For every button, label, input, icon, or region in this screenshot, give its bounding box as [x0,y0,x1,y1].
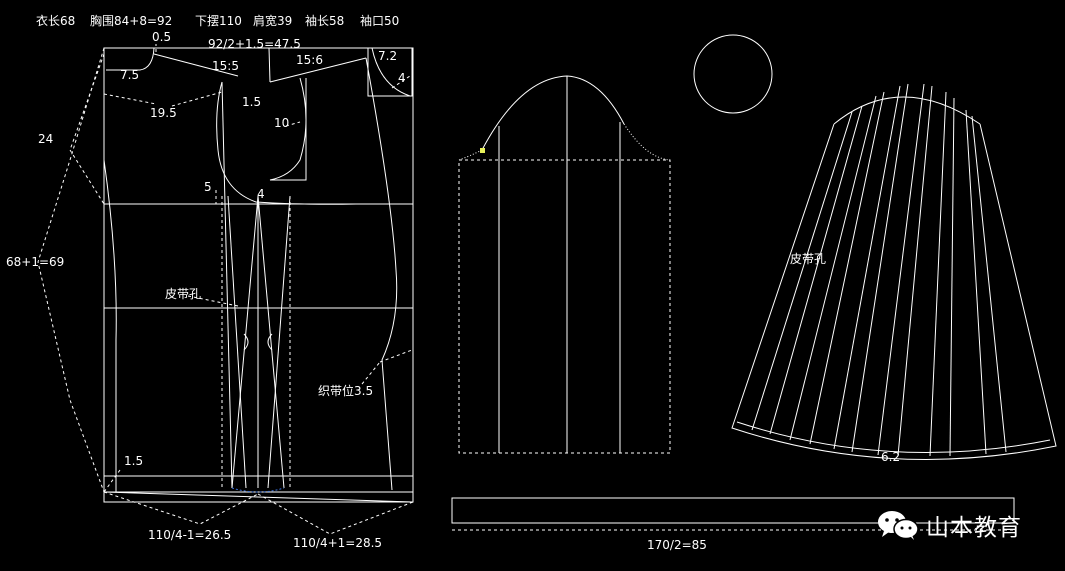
front-shoulder-line [269,57,367,83]
label-1-5-top: 1.5 [242,95,261,109]
skirt-pattern: 皮带孔 6.2 [731,83,1057,464]
label-1-5-bottom: 1.5 [124,454,143,468]
label-5: 5 [204,180,212,194]
total-length-dim [37,47,105,493]
label-0-5: 0.5 [152,30,171,44]
label-back-hem: 110/4+1=28.5 [293,536,382,550]
label-24: 24 [38,132,53,146]
label-7-5: 7.5 [120,68,139,82]
belt-hole-left [243,333,249,351]
back-side-seam [103,159,117,492]
label-belt-loop: 织带位3.5 [318,383,373,398]
front-neck-line [268,47,271,83]
sleeve-pattern [458,75,671,454]
belt-hole-right [267,333,273,351]
label-belt-hole: 皮带孔 [165,287,201,301]
back-center-line [221,81,233,489]
header-shoulder: 肩宽39 [253,13,292,28]
skirt-outline [731,123,1057,460]
dart-right [257,195,285,489]
collar-circle [693,34,773,114]
label-15-5: 15:5 [212,59,239,73]
front-armhole [269,77,307,181]
header-length: 衣长68 [36,13,75,28]
label-10: 10 [274,116,289,130]
label-4-right: 4 [398,71,406,85]
label-front-hem: 110/4-1=26.5 [148,528,231,542]
belt-pattern: 170/2=85 [451,497,1015,552]
label-15-6: 15:6 [296,53,323,67]
sleeve-marker [480,148,485,153]
header-measurements: 衣长68 胸围84+8=92 下摆110 肩宽39 袖长58 袖口50 [36,13,399,28]
wechat-icon [876,509,920,541]
sleeve-rectangle [458,159,671,454]
bodice-frame [103,47,414,503]
header-sleeve-length: 袖长58 [305,13,344,28]
back-armhole [216,81,357,205]
skirt-6-2-label: 6.2 [881,450,900,464]
back-shoulder-line [153,53,239,77]
back-hem-dim [257,493,414,535]
sleeve-cap-solid [481,75,625,151]
belt-length-label: 170/2=85 [647,538,707,552]
dart-left [231,195,259,489]
watermark: 山本教育 [876,508,1022,542]
hem-dart-guide [231,487,285,493]
label-4-dart: 4 [257,187,265,201]
header-hem: 下摆110 [195,14,242,28]
front-neck-curve [371,47,411,97]
belt-rectangle [451,497,1015,524]
bodice-pattern: 0.5 92/2+1.5=47.5 7.2 7.5 15:5 15:6 4 1.… [6,30,414,550]
skirt-waist-curve [833,96,981,125]
front-neck-box [367,47,413,97]
brand-name: 山本教育 [926,515,1022,541]
skirt-belt-hole-label: 皮带孔 [790,252,826,266]
header-cuff: 袖口50 [360,13,399,28]
back-neck-curve [106,47,155,71]
front-hem-dim [103,491,259,525]
header-bust: 胸围84+8=92 [90,13,172,28]
label-total-length: 68+1=69 [6,255,64,269]
label-19-5: 19.5 [150,106,177,120]
label-half-bust: 92/2+1.5=47.5 [208,37,301,51]
front-side-seam [365,57,398,491]
label-7-2: 7.2 [378,49,397,63]
